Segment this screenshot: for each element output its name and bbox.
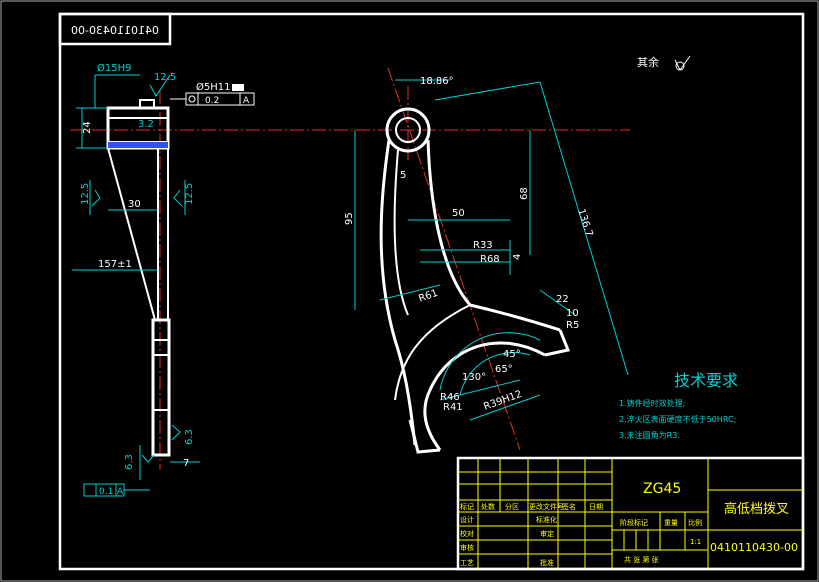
stamp-number: 0410110430-00 [71,24,159,37]
stage-h2: 比例 [688,518,702,527]
main-dims [354,79,629,421]
approve2-label: 批准 [540,558,554,567]
rev-h1: 处数 [481,502,495,511]
part-name: 高低档拨叉 [724,501,789,517]
row-design: 设计 [460,515,474,524]
sheets: 共 张 第 张 [624,555,659,564]
r39: R39H12 [482,389,523,413]
stage-h1: 重量 [664,519,678,527]
dim-157: 157±1 [98,259,132,270]
rough-mid: 3.2 [138,119,154,130]
rough-left: 12.5 [80,183,91,205]
finish-symbol-icon [674,55,691,71]
r5-top: 5 [400,170,406,181]
hub-outer [385,107,431,153]
inner-border [58,12,805,571]
rough-bottom-left: 6.3 [124,454,135,470]
tech-item-2: 2.淬火区表面硬度不低于50HRC; [619,414,736,424]
tech-item-1: 1.铸件经时效处理; [619,398,685,408]
pos-tol: 0.2 [205,96,219,106]
rev-h4: 签名 [562,502,576,511]
number-stamp: 0410110430-00 [58,12,172,46]
rough-right: 12.5 [184,183,195,205]
roughness-bottom-icon [141,424,181,463]
rev-h2: 分区 [505,502,519,511]
tech-title: 技术要求 [674,371,738,390]
roughness-top-icon [149,74,171,97]
std-label: 标准化 [536,515,557,524]
roughness-left-icon [91,189,101,207]
perp-datum: A [117,487,124,497]
dim-68: 68 [519,187,530,200]
hole-dim: Ø5H11 [196,81,230,93]
rev-h3: 更改文件号 [529,502,564,511]
tech-item-3: 3.未注圆角为R3. [619,430,680,440]
rev-h0: 标记 [460,502,474,511]
r33: R33 [473,240,493,251]
left-view: Ø15H9 30 157±1 7 24 12.5 3.2 12.5 12.5 6… [72,62,255,497]
dim-50: 50 [452,208,465,219]
hub-inner [395,117,421,143]
rough-top: 12.5 [154,72,176,83]
material: ZG45 [643,481,681,497]
dim-30: 30 [128,199,141,210]
row-check: 校对 [460,529,474,538]
row-process: 工艺 [460,559,474,567]
rough-bottom-right: 6.3 [184,429,195,445]
r5: R5 [566,320,579,331]
dim-bore: Ø15H9 [97,62,131,74]
center-lines [70,67,630,470]
position-tolerance-frame [170,92,255,106]
dim-24: 24 [82,121,93,134]
dim-7: 7 [183,458,189,469]
row-review: 审核 [460,543,474,552]
title-block: ZG45 高低档拨叉 0410110430-00 标记 处数 分区 更改文件号 … [456,456,805,571]
pos-datum: A [243,96,250,106]
fork-arm [151,318,171,457]
dim-136: 136.7 [575,208,594,239]
dim-10: 10 [566,308,579,319]
r41: R41 [443,402,463,413]
r46: R46 [440,392,460,403]
ang130: 130° [462,372,486,383]
perp-tolerance-frame [83,483,150,497]
r68: R68 [480,254,500,265]
tech-requirements: 技术要求 1.铸件经时效处理; 2.淬火区表面硬度不低于50HRC; 3.未注圆… [619,371,738,440]
perp-tol: 0.1 [99,487,113,497]
dim-22: 22 [556,294,569,305]
drawing-no: 0410110430-00 [710,541,798,554]
ang45: 45° [503,349,521,360]
approve-label: 审定 [540,529,554,538]
dim-95: 95 [344,212,355,225]
dim-angle: 18.86° [420,76,454,87]
ang65: 65° [495,364,513,375]
finish-note: 其余 [637,55,659,69]
dim-4: 4 [512,254,523,260]
main-view [379,107,571,454]
roughness-right-icon [173,189,183,207]
scale: 1:1 [690,538,701,546]
stage-h0: 阶段标记 [620,518,648,527]
rev-h5: 日期 [589,503,603,511]
